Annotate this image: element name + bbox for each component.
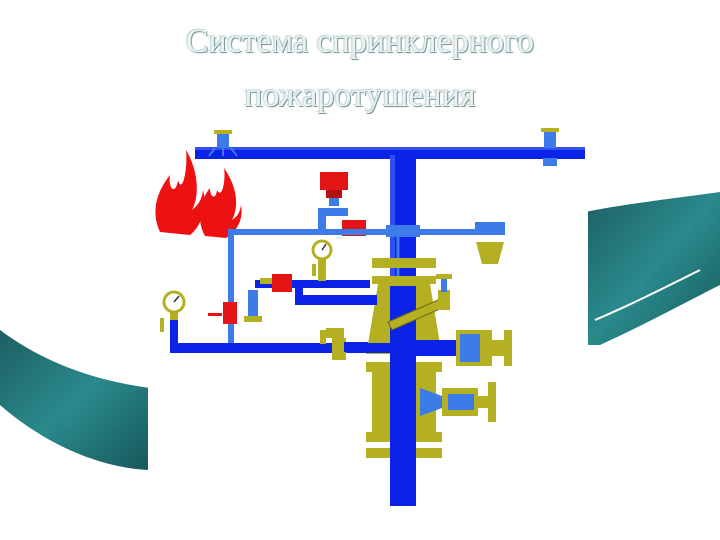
sprinkler-head-icon xyxy=(541,128,559,166)
alarm-test-line-horizontal xyxy=(228,229,476,235)
alarm-line-pipe xyxy=(318,208,348,230)
alarm-bell-icon xyxy=(320,172,348,206)
alarm-test-line-vertical xyxy=(228,229,234,349)
slide-title-line-1: Система спринклерного xyxy=(185,23,535,60)
teal-wave-right-highlight xyxy=(594,269,701,321)
pressure-gauge-icon xyxy=(160,290,186,332)
water-motor-gong-icon xyxy=(475,222,505,264)
main-gate-valve xyxy=(420,382,496,422)
teal-wave-right xyxy=(585,192,720,345)
test-valve-red xyxy=(223,302,237,324)
middle-branch-pipe xyxy=(255,280,370,288)
slide-title-line-2: пожаротушения xyxy=(244,77,476,114)
inlet-valve xyxy=(320,328,368,360)
teal-wave-left xyxy=(0,330,150,470)
left-lower-pipe xyxy=(170,343,392,353)
red-valve-fitting xyxy=(244,274,292,322)
left-lower-pipe-riser xyxy=(170,310,178,350)
riser-flange-top xyxy=(386,225,420,237)
teal-wave-left-tail xyxy=(0,300,100,350)
pressure-gauge-icon xyxy=(311,239,333,281)
drain-valve xyxy=(416,330,512,366)
middle-branch-lower xyxy=(295,295,377,305)
flame-icon xyxy=(155,150,242,238)
sprinkler-head-icon xyxy=(208,130,238,157)
gate-valve-icon xyxy=(436,274,452,310)
